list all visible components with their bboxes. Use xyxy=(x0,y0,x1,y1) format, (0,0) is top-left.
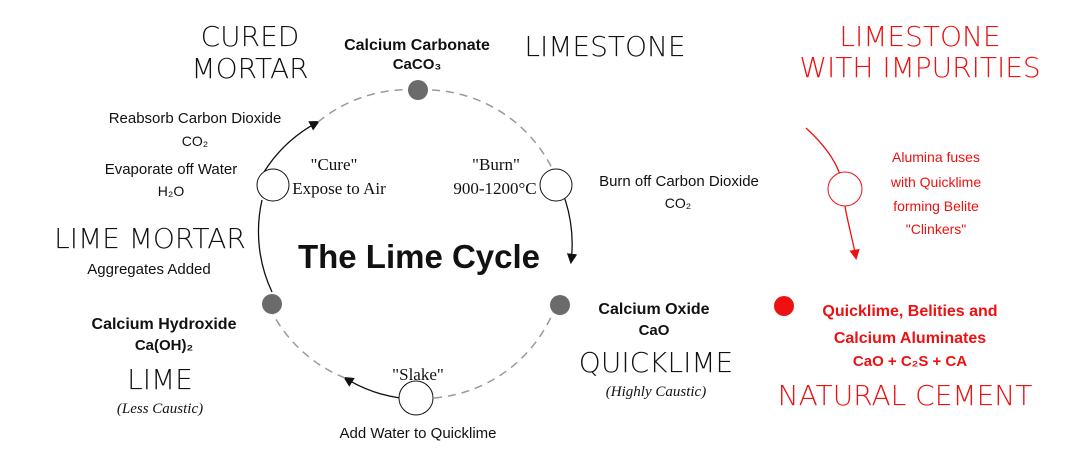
evaporate-water-label: Evaporate off Water xyxy=(105,161,238,178)
diagram-title: The Lime Cycle xyxy=(298,238,540,275)
burn-temperature: 900-1200°C xyxy=(453,179,536,198)
burn-off-co2-formula: CO₂ xyxy=(665,195,691,211)
cycle-dashed-arc-top-right xyxy=(417,89,559,183)
cement-product-line1: Quicklime, Belities and xyxy=(822,303,997,320)
fuse-text-line2: with Quicklime xyxy=(890,174,981,190)
cycle-dashed-arc-left xyxy=(267,303,346,379)
reabsorb-co2-label: Reabsorb Carbon Dioxide xyxy=(109,110,282,127)
fuse-text-line1: Alumina fuses xyxy=(892,149,980,165)
cured-mortar-label-line2: MORTAR xyxy=(191,52,308,85)
cure-arrow xyxy=(263,121,320,173)
quicklime-node xyxy=(550,295,570,315)
slake-action: Add Water to Quicklime xyxy=(340,425,497,442)
quicklime-big-label: QUICKLIME xyxy=(579,346,733,379)
quicklime-formula: CaO xyxy=(639,322,670,339)
limestone-node xyxy=(408,80,428,100)
evaporate-water-formula: H₂O xyxy=(158,183,185,199)
clinker-process-node xyxy=(827,171,863,207)
cure-quote: "Cure" xyxy=(311,155,358,174)
limestone-formula: CaCO₃ xyxy=(393,56,442,73)
slake-arrow xyxy=(343,376,401,399)
slake-quote: "Slake" xyxy=(392,365,444,384)
lime-mortar-sub-label: Aggregates Added xyxy=(87,261,210,278)
quicklime-note: (Highly Caustic) xyxy=(606,384,706,400)
quicklime-compound-label: Calcium Oxide xyxy=(598,301,709,318)
cured-mortar-label-line1: CURED xyxy=(201,20,300,53)
lime-formula: Ca(OH)₂ xyxy=(135,337,193,354)
natural-cement-node xyxy=(774,296,794,316)
slake-process-node xyxy=(398,380,434,416)
impure-limestone-header-line2: WITH IMPURITIES xyxy=(799,51,1040,84)
burn-off-co2-label: Burn off Carbon Dioxide xyxy=(599,173,759,190)
lime-compound-label: Calcium Hydroxide xyxy=(92,316,237,333)
burn-quote: "Burn" xyxy=(472,155,520,174)
limestone-big-label: LIMESTONE xyxy=(524,30,685,63)
cement-product-line2: Calcium Aluminates xyxy=(834,330,986,347)
fuse-text-line4: "Clinkers" xyxy=(906,221,967,237)
cure-action: Expose to Air xyxy=(292,179,386,198)
lime-node xyxy=(262,294,282,314)
limestone-compound-label: Calcium Carbonate xyxy=(344,37,490,54)
cure-process-node xyxy=(256,168,290,202)
lime-note: (Less Caustic) xyxy=(117,401,203,417)
fuse-text-line3: forming Belite xyxy=(893,198,979,214)
cure-arrow-lower xyxy=(257,199,273,293)
cycle-dashed-arc-bottom-right xyxy=(433,304,557,399)
natural-cement-big-label: NATURAL CEMENT xyxy=(778,379,1033,412)
cement-formula: CaO + C₂S + CA xyxy=(853,353,967,370)
cycle-ring xyxy=(257,88,578,399)
lime-mortar-big-label: LIME MORTAR xyxy=(54,222,246,255)
reabsorb-co2-formula: CO₂ xyxy=(182,133,208,149)
natural-cement-section: LIMESTONE WITH IMPURITIES Alumina fuses … xyxy=(774,20,1041,412)
impure-limestone-header-line1: LIMESTONE xyxy=(839,20,1000,53)
lime-big-label: LIME xyxy=(127,363,193,396)
cycle-dashed-arc-top-left xyxy=(317,88,419,123)
burn-process-node xyxy=(539,168,573,202)
